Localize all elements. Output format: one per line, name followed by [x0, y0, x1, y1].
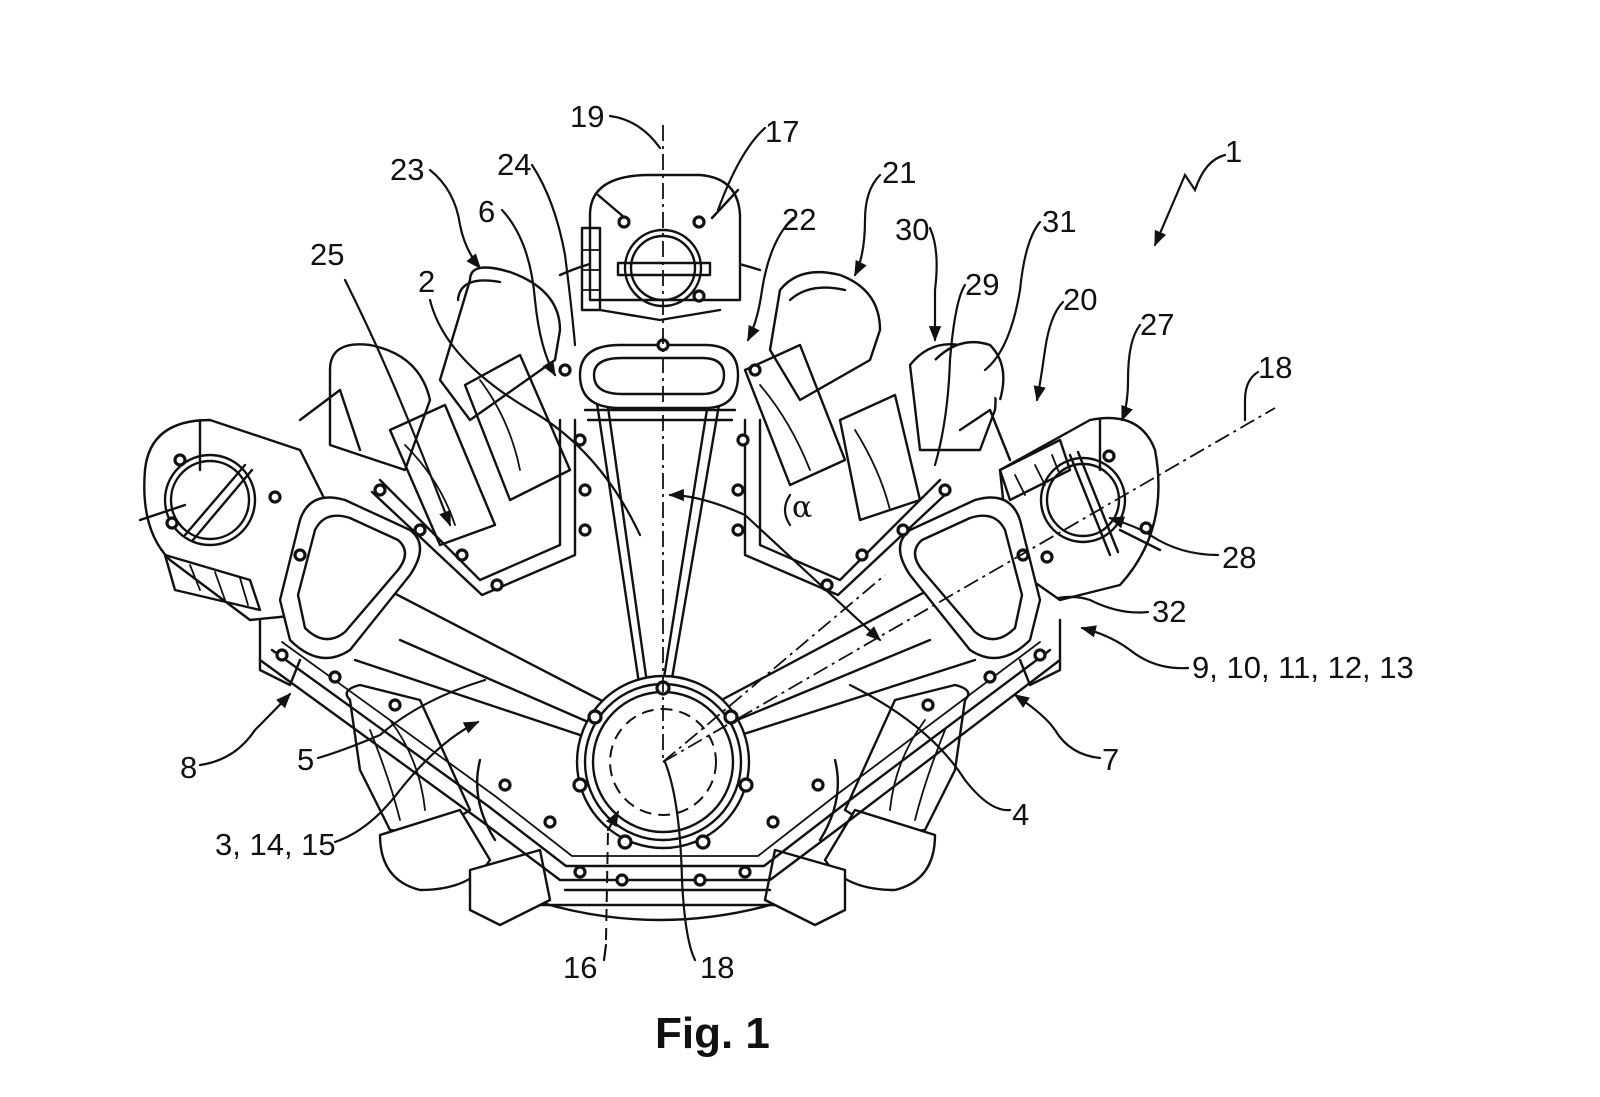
label-19: 19	[570, 99, 604, 134]
left-frame-tab	[258, 618, 302, 687]
leader-29	[933, 283, 967, 467]
leader-30	[928, 226, 942, 342]
top-intake-port	[578, 343, 740, 410]
leader-17	[716, 126, 767, 212]
leader-21	[853, 173, 882, 277]
leader-18-bottom	[663, 760, 697, 962]
center-runner-walls	[590, 368, 727, 692]
leader-8	[198, 692, 292, 767]
label-32: 32	[1152, 594, 1186, 629]
label-3-14-15: 3, 14, 15	[215, 827, 336, 862]
label-28: 28	[1222, 540, 1256, 575]
leader-6	[500, 208, 557, 377]
label-30: 30	[895, 212, 929, 247]
leader-28	[1108, 516, 1220, 557]
leader-25	[343, 278, 452, 527]
left-bank-frame	[378, 418, 562, 582]
label-21: 21	[882, 155, 916, 190]
label-7: 7	[1102, 742, 1119, 777]
leader-3-14-15	[333, 720, 480, 844]
leader-20	[1033, 300, 1065, 402]
leader-22	[746, 216, 795, 342]
left-intake-port	[278, 496, 422, 660]
label-9-13: 9, 10, 11, 12, 13	[1192, 650, 1414, 685]
leader-23	[428, 168, 482, 270]
left-runner-walls	[353, 638, 597, 742]
axis-tilt-line	[662, 574, 886, 763]
label-22: 22	[782, 202, 816, 237]
label-20: 20	[1063, 282, 1097, 317]
reference-labels: 1 19 17 23 24 6 25 2 22 21 30 29 31 20 2…	[180, 99, 1414, 985]
left-throttle-body	[138, 418, 332, 622]
label-31: 31	[1042, 204, 1076, 239]
label-alpha: α	[792, 490, 812, 525]
figure-caption: Fig. 1	[655, 1009, 770, 1058]
lower-frame-outer	[258, 658, 1062, 882]
manifold-frame	[258, 338, 1062, 892]
leader-16-tail	[602, 943, 608, 962]
leader-24	[530, 163, 577, 347]
leader-19	[608, 114, 662, 150]
leader-16	[605, 829, 609, 941]
label-25: 25	[310, 237, 344, 272]
right-intake-port	[898, 496, 1042, 660]
right-throttle-bore	[1039, 456, 1127, 544]
label-17: 17	[765, 114, 799, 149]
leader-7	[1013, 693, 1102, 760]
leader-2	[428, 298, 642, 537]
frame-bolts	[275, 338, 1047, 887]
leader-32	[1056, 595, 1150, 614]
alpha-arrow-upper	[668, 488, 747, 517]
left-throttle-bore	[163, 453, 257, 547]
right-throttle-body	[998, 416, 1162, 602]
label-23: 23	[390, 152, 424, 187]
axis-18-inclined	[662, 407, 1276, 763]
leader-18-top	[1243, 370, 1260, 422]
left-upper-runners	[298, 266, 572, 547]
leader-lines	[198, 114, 1260, 962]
leader-16-head	[605, 810, 620, 832]
label-18-bottom: 18	[700, 950, 734, 985]
label-8: 8	[180, 750, 197, 785]
label-1: 1	[1225, 134, 1242, 169]
top-throttle-body	[580, 173, 742, 322]
right-frame-tab	[1018, 618, 1062, 687]
label-5: 5	[297, 742, 314, 777]
alpha-arrow-lower	[743, 513, 882, 642]
label-4: 4	[1012, 797, 1029, 832]
label-18-top: 18	[1258, 350, 1292, 385]
leader-5	[316, 678, 487, 760]
label-2: 2	[418, 264, 435, 299]
label-24: 24	[497, 147, 531, 182]
right-runner-walls	[723, 638, 977, 742]
alpha-brace	[783, 493, 792, 527]
label-29: 29	[965, 267, 999, 302]
lower-right-runners	[763, 683, 970, 927]
label-16: 16	[563, 950, 597, 985]
axes	[662, 125, 1276, 763]
right-upper-runners	[743, 271, 1012, 522]
leader-9-13	[1080, 625, 1190, 670]
label-6: 6	[478, 194, 495, 229]
leader-1	[1153, 153, 1227, 247]
leader-31	[983, 220, 1042, 372]
leader-27	[1120, 323, 1142, 422]
right-bank-frame	[758, 418, 942, 582]
label-27: 27	[1140, 307, 1174, 342]
leader-4	[848, 683, 1012, 812]
lower-left-runners	[345, 683, 552, 927]
